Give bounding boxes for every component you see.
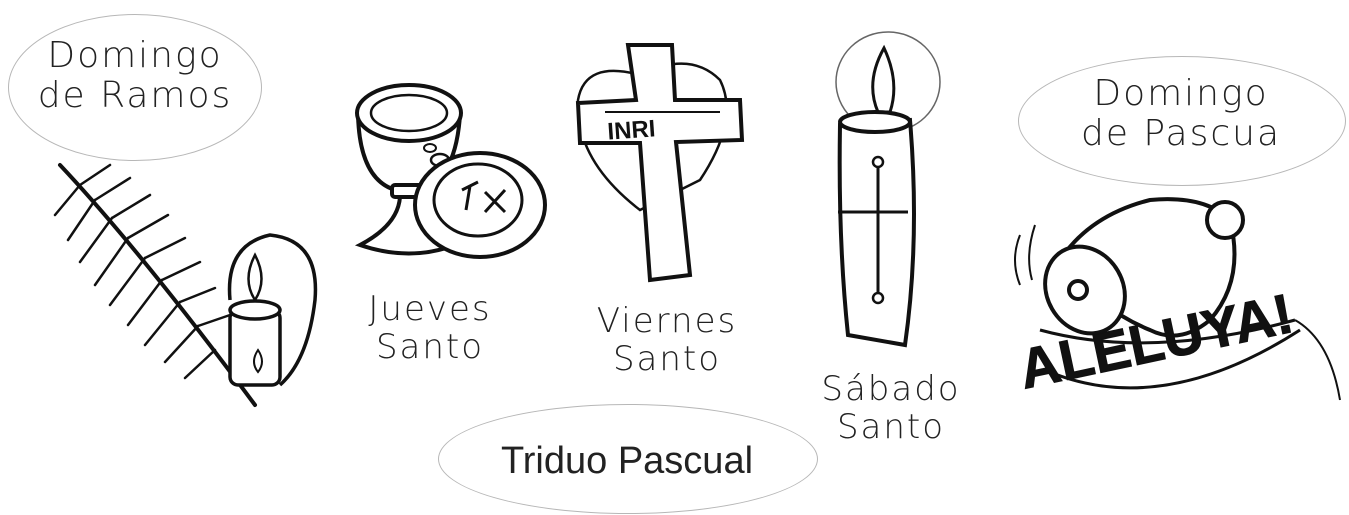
holy-saturday-line1: Sábado	[821, 369, 961, 409]
easter-sunday-bubble	[1018, 56, 1346, 186]
candle-icon	[227, 233, 318, 387]
palm-sunday-label: Domingo de Ramos	[20, 35, 250, 117]
paschal-candle-icon	[835, 31, 941, 348]
holy-thursday-line1: Jueves	[368, 289, 492, 329]
palm-sunday-line1: Domingo	[47, 35, 223, 76]
triduum-text: Triduo Pascual	[500, 440, 754, 482]
good-friday-label: Viernes Santo	[582, 302, 752, 378]
palm-branch-icon	[53, 163, 257, 407]
easter-sunday-label: Domingo de Pascua	[1046, 73, 1316, 155]
palm-sunday-line2: de Ramos	[37, 75, 233, 117]
easter-sunday-line1: Domingo	[1093, 73, 1269, 114]
cross-inscription: INRI	[607, 115, 657, 145]
good-friday-line2: Santo	[612, 339, 722, 380]
triduum-label: Triduo Pascual	[448, 440, 806, 483]
cross-heart-icon	[575, 43, 745, 283]
bell-icon	[1014, 197, 1341, 401]
holy-saturday-line2: Santo	[836, 407, 946, 448]
good-friday-line1: Viernes	[596, 301, 738, 341]
holy-thursday-line2: Santo	[375, 327, 485, 368]
holy-saturday-label: Sábado Santo	[806, 370, 976, 446]
holy-thursday-label: Jueves Santo	[350, 290, 510, 366]
triduum-bubble	[438, 404, 818, 514]
host-icon	[413, 151, 547, 259]
palm-sunday-bubble	[8, 14, 262, 161]
easter-sunday-line2: de Pascua	[1080, 113, 1282, 155]
